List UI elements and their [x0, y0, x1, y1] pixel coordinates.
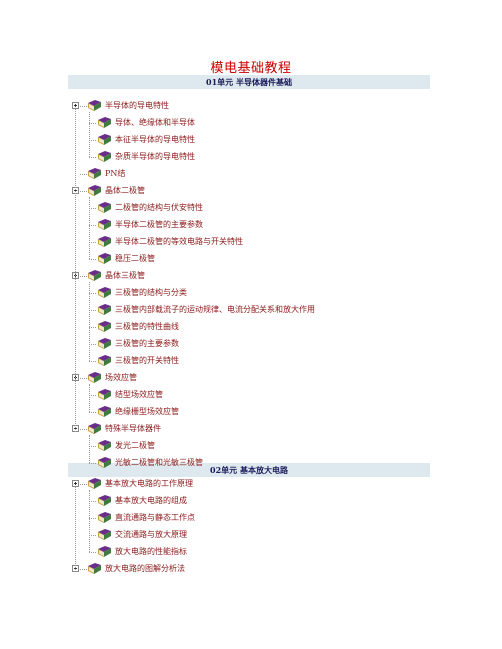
tree-connector-horizontal: [89, 157, 96, 158]
tree-connector-horizontal: [89, 518, 96, 519]
section-heading: 01单元 半导体器件基础: [68, 75, 430, 89]
book-icon: [87, 562, 102, 575]
book-icon: [97, 354, 112, 367]
tree-connector-horizontal: [80, 106, 87, 107]
tree-connector-horizontal: [80, 276, 87, 277]
book-icon: [87, 371, 102, 384]
tree-connector-vertical: [89, 384, 90, 412]
tree-child-label: 绝缘栅型场效应管: [115, 407, 179, 416]
tree-connector-horizontal: [89, 208, 96, 209]
tree-item-label: 晶体二极管: [105, 186, 145, 195]
book-icon: [97, 235, 112, 248]
tree-child-label: 三极管的结构与分类: [115, 288, 187, 297]
tree-child-label: 三极管内部载流子的运动规律、电流分配关系和放大作用: [115, 305, 315, 314]
book-icon: [87, 184, 102, 197]
tree-child-label: 直流通路与静态工作点: [115, 513, 195, 522]
tree-connector-vertical: [89, 435, 90, 463]
tree-child-label: 发光二极管: [115, 441, 155, 450]
tree-connector-horizontal: [89, 310, 96, 311]
book-icon: [97, 405, 112, 418]
tree-connector-horizontal: [89, 123, 96, 124]
tree-connector-horizontal: [89, 552, 96, 553]
tree-child-label: 三极管的特性曲线: [115, 322, 179, 331]
book-icon: [97, 252, 112, 265]
tree-item-label: 基本放大电路的工作原理: [105, 479, 193, 488]
book-icon: [87, 422, 102, 435]
book-icon: [97, 150, 112, 163]
tree-connector-horizontal: [89, 225, 96, 226]
tree-child-label: 半导体二极管的主要参数: [115, 220, 203, 229]
tree-item-label: 放大电路的图解分析法: [105, 564, 185, 573]
book-icon: [97, 456, 112, 469]
tree-connector-horizontal: [89, 344, 96, 345]
tree-connector-horizontal: [80, 191, 87, 192]
tree-connector-horizontal: [89, 259, 96, 260]
tree-connector-vertical: [75, 109, 76, 432]
tree-child-label: 稳压二极管: [115, 254, 155, 263]
tree-child-label: 基本放大电路的组成: [115, 496, 187, 505]
tree-item-label: 特殊半导体器件: [105, 424, 161, 433]
tree-connector-horizontal: [89, 242, 96, 243]
tree-item-label: 晶体三极管: [105, 271, 145, 280]
document-title: 模电基础教程: [210, 61, 292, 76]
tree-child-label: 半导体二极管的等效电路与开关特性: [115, 237, 243, 246]
book-icon: [97, 494, 112, 507]
tree-connector-horizontal: [89, 140, 96, 141]
tree-connector-vertical: [89, 112, 90, 157]
section-heading: 02单元 基本放大电路: [68, 463, 430, 477]
tree-connector-horizontal: [80, 378, 87, 379]
tree-item-label: 半导体的导电特性: [105, 101, 169, 110]
book-icon: [97, 337, 112, 350]
tree-child-label: 交流通路与放大原理: [115, 530, 187, 539]
tree-child-label: 三极管的主要参数: [115, 339, 179, 348]
tree-child-label: 结型场效应管: [115, 390, 163, 399]
expand-toggle-icon[interactable]: [72, 102, 79, 109]
book-icon: [97, 218, 112, 231]
tree-connector-horizontal: [80, 429, 87, 430]
tree-item-label: 场效应管: [105, 373, 137, 382]
tree-connector-vertical: [89, 197, 90, 259]
book-icon: [97, 303, 112, 316]
tree-connector-horizontal: [89, 501, 96, 502]
tree-child-label: 导体、绝缘体和半导体: [115, 118, 195, 127]
tree-child-label: 二极管的结构与伏安特性: [115, 203, 203, 212]
tree-child-label: 本征半导体的导电特性: [115, 135, 195, 144]
tree-connector-horizontal: [89, 463, 96, 464]
tree-connector-horizontal: [80, 174, 87, 175]
tree-connector-horizontal: [89, 535, 96, 536]
book-icon: [97, 545, 112, 558]
tree-child-label: 放大电路的性能指标: [115, 547, 187, 556]
expand-toggle-icon[interactable]: [72, 480, 79, 487]
book-icon: [97, 286, 112, 299]
tree-child-label: 三极管的开关特性: [115, 356, 179, 365]
tree-child-label: 光敏二极管和光敏三极管: [115, 458, 203, 467]
tree-connector-horizontal: [89, 327, 96, 328]
book-icon: [97, 388, 112, 401]
book-icon: [97, 133, 112, 146]
tree-connector-vertical: [75, 487, 76, 572]
tree-connector-horizontal: [89, 412, 96, 413]
book-icon: [97, 116, 112, 129]
tree-connector-horizontal: [89, 361, 96, 362]
tree-connector-horizontal: [80, 569, 87, 570]
tree-connector-horizontal: [80, 484, 87, 485]
tree-item-label: PN结: [105, 169, 126, 178]
book-icon: [87, 167, 102, 180]
book-icon: [87, 269, 102, 282]
tree-connector-horizontal: [89, 395, 96, 396]
tree-connector-horizontal: [89, 293, 96, 294]
tree-connector-horizontal: [89, 446, 96, 447]
book-icon: [87, 99, 102, 112]
book-icon: [97, 439, 112, 452]
book-icon: [97, 528, 112, 541]
book-icon: [97, 511, 112, 524]
tree-connector-vertical: [89, 282, 90, 361]
book-icon: [97, 201, 112, 214]
book-icon: [97, 320, 112, 333]
tree-child-label: 杂质半导体的导电特性: [115, 152, 195, 161]
book-icon: [87, 477, 102, 490]
tree-connector-vertical: [89, 490, 90, 552]
